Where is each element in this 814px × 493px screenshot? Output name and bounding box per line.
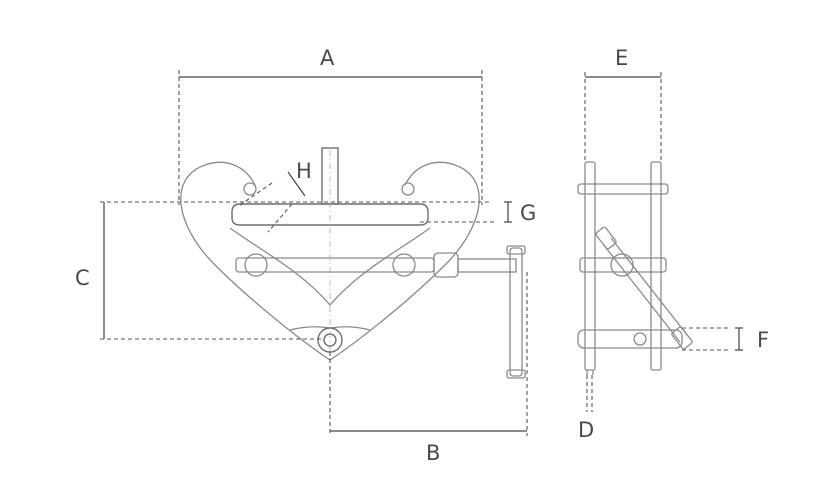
label-c: C bbox=[75, 266, 90, 290]
side-handle-edge-b bbox=[610, 237, 689, 337]
right-jaw-pin bbox=[401, 182, 415, 196]
side-handle-edge-a bbox=[602, 243, 681, 343]
dim-h-ext-b bbox=[267, 203, 293, 233]
handle-tip-bottom bbox=[506, 369, 526, 379]
side-top-crossbar bbox=[577, 183, 669, 195]
spindle-nut-right bbox=[392, 253, 416, 277]
side-mid-spindle bbox=[579, 257, 667, 273]
front-view bbox=[180, 147, 526, 379]
spindle-nut-left bbox=[244, 253, 268, 277]
handle-bar bbox=[509, 247, 523, 377]
label-g: G bbox=[520, 201, 536, 225]
left-jaw-pin bbox=[243, 182, 257, 196]
dimension-labels: A B C D E F G H bbox=[75, 46, 769, 465]
side-plate-right bbox=[650, 161, 662, 371]
label-b: B bbox=[426, 441, 440, 465]
label-f: F bbox=[757, 328, 769, 352]
clamp-body-outline bbox=[180, 161, 480, 361]
spindle-shaft bbox=[457, 258, 517, 273]
side-handle-end bbox=[595, 226, 617, 250]
dimension-lines bbox=[100, 70, 743, 436]
side-lower-bar bbox=[577, 329, 683, 349]
side-spindle-hub bbox=[610, 253, 634, 277]
side-view bbox=[577, 161, 693, 375]
label-h: H bbox=[296, 159, 312, 183]
i-beam-flange bbox=[231, 203, 429, 226]
handle-tip-top bbox=[506, 245, 526, 255]
label-d: D bbox=[578, 418, 594, 442]
side-plate-left bbox=[584, 161, 596, 371]
dim-h-line bbox=[287, 171, 306, 197]
clamp-inner-profile bbox=[229, 227, 431, 306]
label-a: A bbox=[320, 46, 335, 70]
side-lower-pin bbox=[633, 332, 647, 346]
label-e: E bbox=[615, 46, 628, 70]
spindle-collar bbox=[433, 252, 459, 278]
